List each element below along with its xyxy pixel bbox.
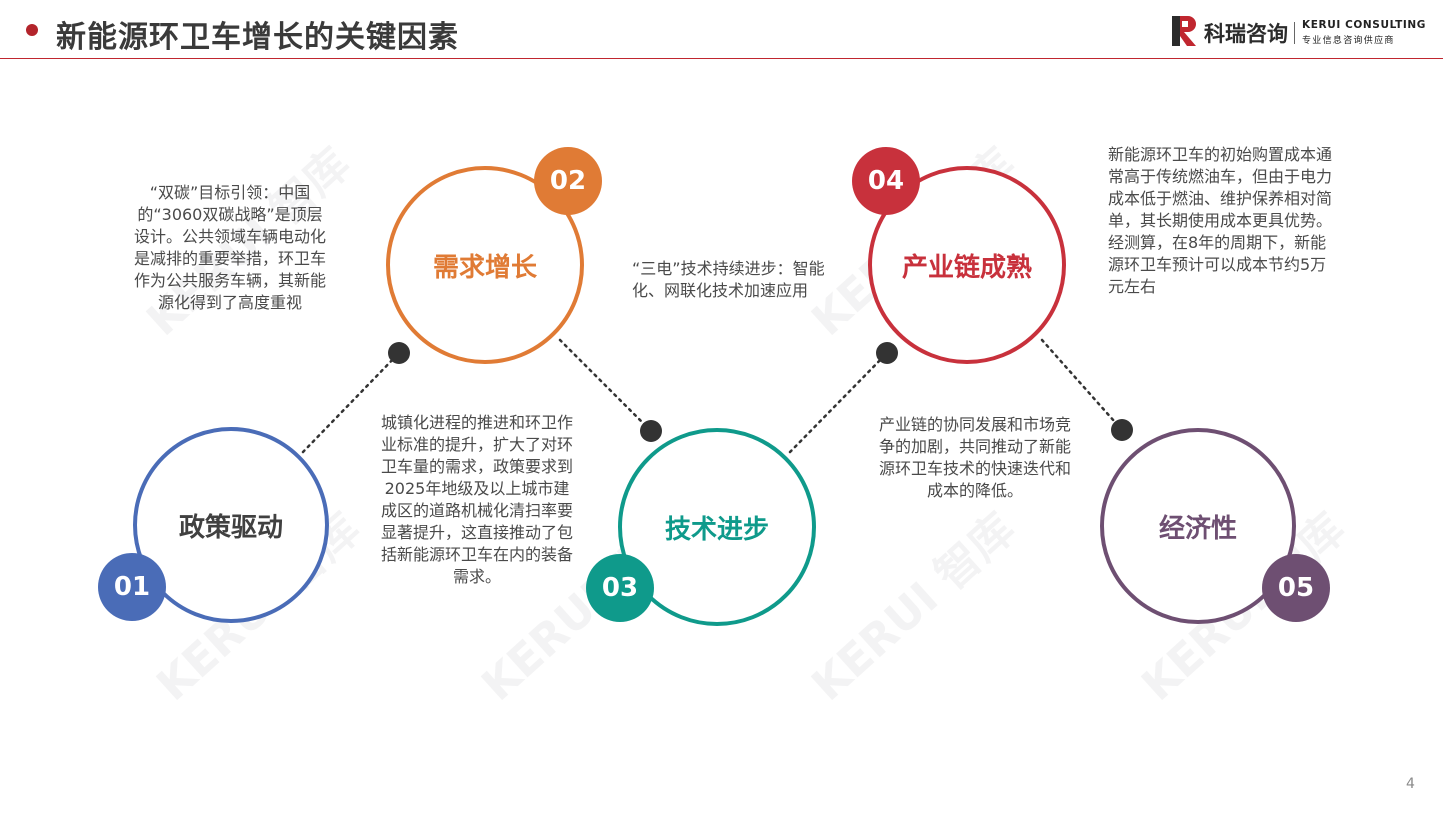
factor-number-badge: 04 bbox=[852, 147, 920, 215]
factor-description: 产业链的协同发展和市场竞争的加剧，共同推动了新能源环卫车技术的快速迭代和成本的降… bbox=[878, 415, 1071, 500]
connector-03-04 bbox=[788, 351, 889, 454]
factor-label: 政策驱动 bbox=[178, 512, 283, 543]
connector-dot bbox=[1111, 419, 1133, 441]
connector-04-05 bbox=[1040, 338, 1124, 432]
factor-description: “双碳”目标引领：中国的“3060双碳战略”是顶层设计。公共领域车辆电动化是减排… bbox=[134, 183, 327, 312]
connector-dot bbox=[388, 342, 410, 364]
page-number: 4 bbox=[1406, 776, 1415, 792]
factor-label: 技术进步 bbox=[664, 514, 769, 545]
connector-02-03 bbox=[558, 338, 653, 433]
kerui-logo-icon bbox=[1172, 16, 1196, 46]
factor-label: 经济性 bbox=[1158, 513, 1237, 544]
factor-description: 城镇化进程的推进和环卫作业标准的提升，扩大了对环卫车量的需求，政策要求到2025… bbox=[380, 413, 573, 586]
factor-description: 新能源环卫车的初始购置成本通常高于传统燃油车，但由于电力成本低于燃油、维护保养相… bbox=[1108, 145, 1333, 296]
factor-label: 需求增长 bbox=[432, 252, 537, 283]
connector-dot bbox=[640, 420, 662, 442]
connector-dot bbox=[876, 342, 898, 364]
logo-chinese-name: 科瑞咨询 bbox=[1204, 22, 1288, 46]
page-title: 新能源环卫车增长的关键因素 bbox=[56, 20, 459, 55]
factor-number-badge: 02 bbox=[534, 147, 602, 215]
logo-english-name: KERUI CONSULTING bbox=[1302, 19, 1427, 31]
factor-number-badge: 05 bbox=[1262, 554, 1330, 622]
logo-tagline: 专业信息咨询供应商 bbox=[1302, 36, 1395, 46]
factor-number-badge: 01 bbox=[98, 553, 166, 621]
factor-circle-economy: 经济性 bbox=[1100, 428, 1296, 624]
title-bullet bbox=[26, 24, 38, 36]
factor-label: 产业链成熟 bbox=[901, 252, 1032, 283]
header-divider bbox=[0, 58, 1443, 59]
logo-separator bbox=[1294, 22, 1295, 44]
factor-description: “三电”技术持续进步：智能化、网联化技术加速应用 bbox=[632, 259, 825, 300]
factor-number-badge: 03 bbox=[586, 554, 654, 622]
connector-01-02 bbox=[301, 351, 401, 454]
